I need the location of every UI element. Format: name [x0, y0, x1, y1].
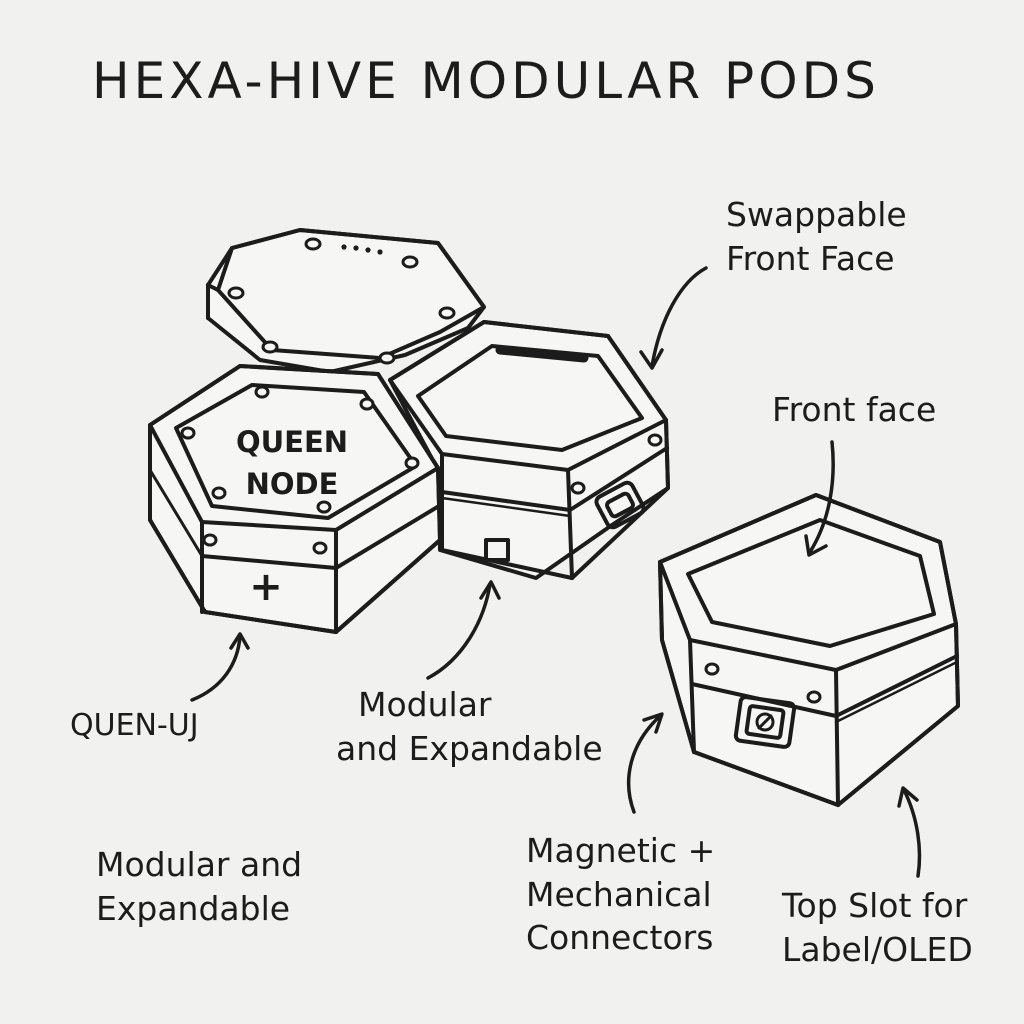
standalone-pod: [660, 495, 958, 805]
queen-node-label-line1: QUEEN: [236, 425, 348, 459]
queen-node-pod: QUEEN NODE +: [150, 366, 440, 632]
queen-node-label-line2: NODE: [246, 467, 339, 501]
callout-modular-center-line1: Modular: [336, 683, 603, 727]
callout-modular-expandable-left: Modular and Expandable: [96, 843, 302, 930]
callout-front-face: Front face: [772, 388, 936, 432]
callout-top-slot: Top Slot for Label/OLED: [782, 884, 973, 971]
arrow-top-slot: [904, 790, 919, 876]
callout-modular-left-line2: Expandable: [96, 887, 302, 931]
callout-connectors-line2: Mechanical: [526, 873, 715, 917]
callout-swappable-line1: Swappable: [726, 193, 907, 237]
callout-modular-expandable-center: Modular and Expandable: [336, 683, 603, 770]
callout-modular-center-line2: and Expandable: [336, 727, 603, 771]
plus-icon: +: [249, 564, 283, 610]
callout-top-slot-line1: Top Slot for: [782, 884, 973, 928]
callout-connectors-line3: Connectors: [526, 916, 715, 960]
callout-modular-left-line1: Modular and: [96, 843, 302, 887]
callout-top-slot-line2: Label/OLED: [782, 928, 973, 972]
callout-queen-code: QUEN-UJ: [70, 706, 199, 746]
callout-swappable-front-face: Swappable Front Face: [726, 193, 907, 280]
callout-connectors: Magnetic + Mechanical Connectors: [526, 829, 715, 960]
callout-swappable-line2: Front Face: [726, 237, 907, 281]
callout-connectors-line1: Magnetic +: [526, 829, 715, 873]
